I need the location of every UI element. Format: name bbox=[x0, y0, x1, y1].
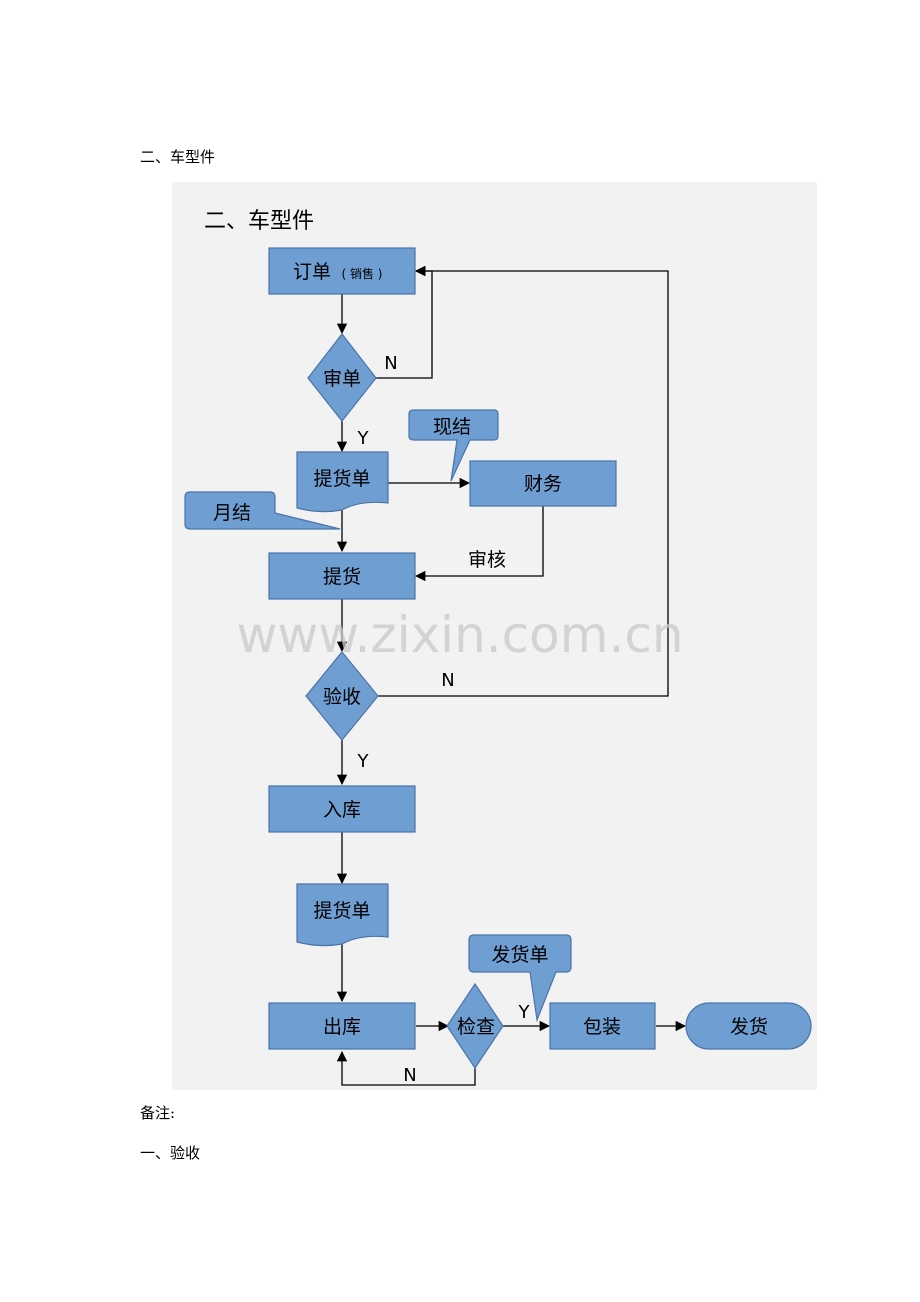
callout-monthly-settle bbox=[184, 491, 341, 530]
label-finance: 财务 bbox=[524, 473, 562, 495]
node-ship bbox=[685, 1002, 812, 1050]
edge-label-check-yes: Y bbox=[518, 1002, 531, 1023]
edge-label-review-yes: Y bbox=[357, 428, 370, 449]
node-pick-slip-2 bbox=[296, 883, 389, 947]
node-review bbox=[307, 333, 377, 422]
node-inspect bbox=[305, 651, 379, 741]
node-pack bbox=[549, 1002, 656, 1050]
label-check: 检查 bbox=[457, 1016, 495, 1038]
label-stock-in: 入库 bbox=[323, 799, 361, 821]
section-heading: 二、车型件 bbox=[140, 148, 216, 166]
arrow-finance-to-pickup bbox=[414, 506, 544, 582]
arrow-check-no-to-stockout bbox=[336, 1050, 476, 1086]
edge-label-check-no: N bbox=[403, 1065, 416, 1086]
edge-label-review-no: N bbox=[384, 353, 397, 374]
label-pickup: 提货 bbox=[323, 566, 361, 588]
label-review: 审单 bbox=[323, 368, 361, 390]
sub-heading: 一、验收 bbox=[140, 1144, 201, 1162]
label-pack: 包装 bbox=[583, 1016, 621, 1038]
connectors bbox=[336, 265, 687, 1086]
label-ship-slip: 发货单 bbox=[491, 944, 548, 966]
label-pick-slip-2: 提货单 bbox=[313, 900, 370, 922]
label-audit: 审核 bbox=[468, 549, 506, 571]
arrow-inspect-no-to-order bbox=[378, 265, 669, 697]
watermark: www.zixin.com.cn bbox=[236, 606, 683, 664]
node-finance bbox=[469, 460, 617, 507]
flowchart-title: 二、车型件 bbox=[204, 209, 314, 234]
callout-cash-settle bbox=[408, 409, 499, 482]
label-pick-slip: 提货单 bbox=[313, 468, 370, 490]
label-inspect: 验收 bbox=[323, 686, 361, 708]
edge-label-inspect-yes: Y bbox=[357, 751, 370, 772]
node-stock-in bbox=[268, 785, 416, 833]
node-pickup bbox=[268, 552, 416, 600]
node-check bbox=[446, 982, 504, 1070]
node-order bbox=[268, 247, 416, 295]
callout-ship-slip bbox=[468, 934, 572, 1023]
remark-label: 备注: bbox=[140, 1104, 176, 1122]
flowchart: 二、车型件 bbox=[172, 182, 817, 1090]
node-stock-out bbox=[268, 1002, 416, 1050]
edge-label-inspect-no: N bbox=[441, 670, 454, 691]
node-pick-slip bbox=[296, 451, 389, 513]
label-stock-out: 出库 bbox=[323, 1016, 361, 1038]
label-cash-settle: 现结 bbox=[433, 416, 471, 438]
label-ship: 发货 bbox=[730, 1016, 768, 1038]
label-monthly-settle: 月结 bbox=[213, 502, 251, 524]
label-order-sub: ( 销售 ) bbox=[342, 266, 383, 281]
label-order: 订单 bbox=[293, 261, 331, 283]
